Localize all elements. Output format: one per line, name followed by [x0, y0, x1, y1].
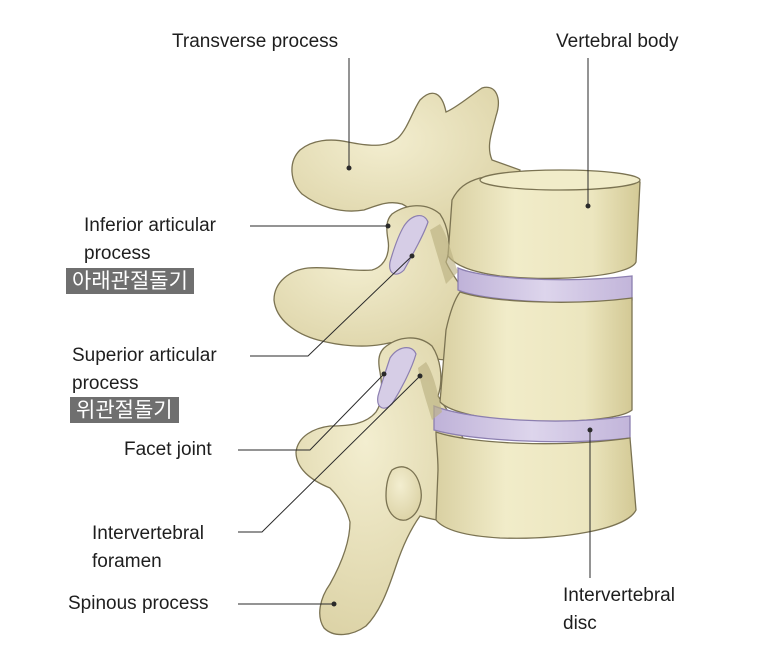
lower-small-process: [385, 466, 422, 521]
lower-foramen: [418, 362, 442, 420]
label-inferior-articular-line2: process: [84, 243, 151, 264]
dot-vertebral-body: [585, 203, 591, 209]
leader-foramen: [238, 375, 421, 533]
vertebral-body-lower: [435, 431, 637, 539]
label-superior-articular-line1: Superior articular: [72, 345, 217, 366]
label-intervertebral-foramen-line1: Intervertebral: [92, 523, 204, 544]
vertebral-body-middle: [439, 291, 633, 423]
label-intervertebral-disc-line2: disc: [563, 613, 597, 634]
dot-spinous: [331, 601, 337, 607]
label-inferior-articular-line1: Inferior articular: [84, 215, 216, 236]
dot-inferior-articular: [385, 223, 391, 229]
dot-facet-joint: [381, 371, 387, 377]
dot-transverse: [346, 165, 352, 171]
label-superior-articular-line2: process: [72, 373, 139, 394]
vertebral-body-top-endplate: [479, 169, 641, 191]
label-facet-joint: Facet joint: [124, 439, 212, 460]
leader-superior-articular: [250, 255, 413, 357]
dot-disc: [587, 427, 593, 433]
dot-superior-articular: [409, 253, 415, 259]
vertebral-bodies: [433, 169, 641, 539]
label-superior-articular-korean: 위관절돌기: [70, 397, 179, 423]
leader-lines: [238, 58, 591, 605]
label-intervertebral-disc-line1: Intervertebral: [563, 585, 675, 606]
leader-facet-joint: [238, 373, 385, 451]
label-transverse-process: Transverse process: [172, 31, 339, 52]
upper-facet-cartilage: [389, 215, 429, 275]
label-spinous-process: Spinous process: [68, 593, 209, 614]
leader-endpoints: [331, 165, 593, 607]
label-vertebral-body: Vertebral body: [556, 31, 679, 52]
dot-foramen: [417, 373, 423, 379]
upper-foramen: [430, 224, 458, 284]
foramina: [418, 224, 458, 420]
label-intervertebral-foramen-line2: foramen: [92, 551, 162, 572]
label-inferior-articular-korean: 아래관절돌기: [66, 268, 194, 294]
